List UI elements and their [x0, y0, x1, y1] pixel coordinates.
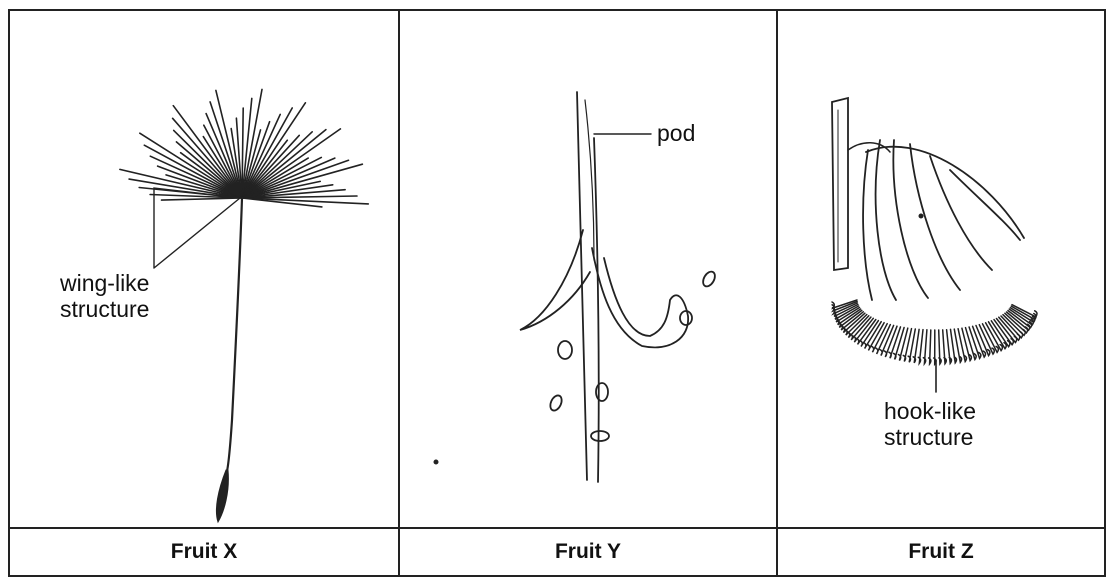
fruit-x-label: wing-like structure	[60, 270, 149, 322]
fruit-z-label-line-1: hook-like	[884, 398, 976, 424]
fruit-y-label-line-1: pod	[657, 120, 695, 146]
panel-divider-1	[398, 9, 400, 577]
caption-fruit-y: Fruit Y	[400, 533, 776, 571]
caption-fruit-x: Fruit X	[10, 533, 398, 571]
fruit-y-label: pod	[657, 120, 695, 146]
fruit-x-label-line-1: wing-like	[60, 270, 149, 296]
figure-table-frame	[8, 9, 1106, 577]
fruit-z-label: hook-like structure	[884, 398, 976, 450]
fruit-x-label-line-2: structure	[60, 296, 149, 322]
caption-row-divider	[8, 527, 1106, 529]
fruit-z-label-line-2: structure	[884, 424, 976, 450]
panel-divider-2	[776, 9, 778, 577]
caption-fruit-z: Fruit Z	[778, 533, 1104, 571]
